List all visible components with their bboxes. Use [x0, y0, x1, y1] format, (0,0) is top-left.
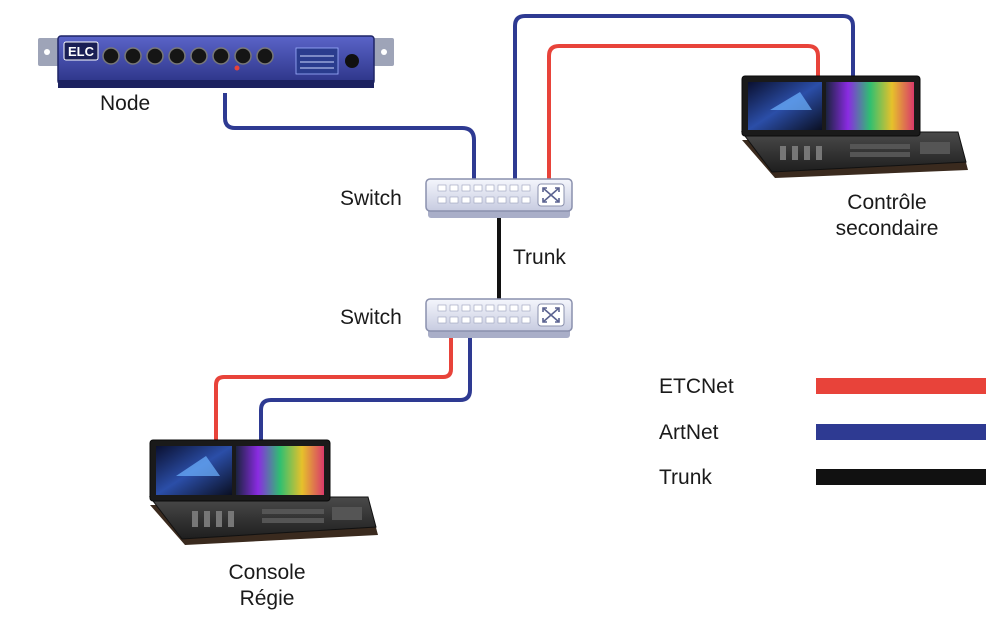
artnet-cable-node — [223, 93, 476, 182]
legend-swatch-trunk — [816, 469, 986, 485]
legend-label-artnet: ArtNet — [659, 421, 719, 444]
trunk-link-label: Trunk — [513, 246, 566, 269]
switch-bottom-device — [425, 298, 573, 338]
etcnet-cable-secondary — [547, 44, 820, 182]
console-secondary-label-line2: secondaire — [835, 217, 939, 240]
node-knob — [345, 54, 359, 68]
node-display — [295, 47, 339, 75]
legend-swatch-etcnet — [816, 378, 986, 394]
legend-label-etcnet: ETCNet — [659, 375, 734, 398]
node-ports — [102, 47, 274, 71]
console-secondary-faders — [780, 142, 950, 160]
switch-top-label: Switch — [340, 187, 402, 210]
console-main-screen-right — [236, 446, 324, 495]
node-device: ELC — [38, 35, 394, 88]
switch-top-arrows-icon — [542, 187, 560, 203]
switch-bottom-label: Switch — [340, 306, 402, 329]
console-main-label-line2: Régie — [239, 587, 295, 610]
console-secondary-label: Contrôle secondaire — [836, 190, 939, 242]
node-brand-logo: ELC — [68, 44, 95, 59]
console-main-faders — [192, 507, 362, 527]
switch-bottom-ports — [437, 304, 531, 324]
console-secondary-device — [741, 75, 968, 178]
console-main-label: Console Régie — [228, 560, 305, 612]
console-main-device — [148, 439, 378, 545]
switch-top-device — [425, 178, 573, 218]
etcnet-cable-console — [214, 338, 453, 442]
legend-swatch-artnet — [816, 424, 986, 440]
switch-bottom-arrows-icon — [542, 307, 560, 323]
artnet-cable-console — [259, 338, 472, 442]
artnet-cable-secondary — [513, 14, 855, 182]
node-label: Node — [100, 92, 151, 115]
console-main-label-line1: Console — [228, 561, 306, 584]
switch-top-ports — [437, 184, 531, 204]
console-secondary-screen-right — [826, 82, 914, 130]
legend — [816, 378, 986, 485]
console-secondary-label-line1: Contrôle — [847, 191, 927, 214]
legend-label-trunk: Trunk — [659, 466, 712, 489]
